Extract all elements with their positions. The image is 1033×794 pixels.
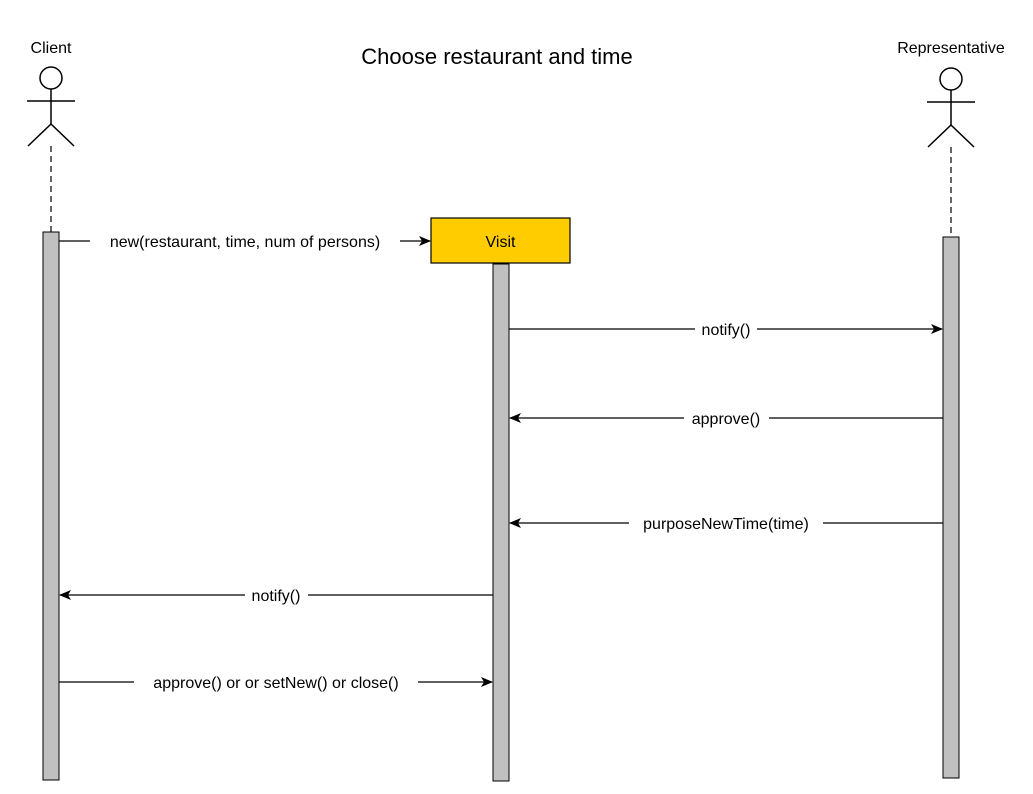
message-label: notify() [252, 588, 301, 605]
message-notify-representative: notify() [509, 322, 943, 339]
representative-stick-figure-icon [927, 67, 975, 148]
visit-object: Visit [430, 217, 571, 782]
diagram-title: Choose restaurant and time [361, 44, 633, 69]
message-label: purposeNewTime(time) [643, 516, 809, 533]
representative-actor: Representative [897, 40, 1005, 779]
message-purpose-new-time: purposeNewTime(time) [509, 516, 943, 533]
visit-object-label: Visit [486, 234, 516, 251]
visit-activation-bar [492, 263, 510, 782]
message-label: approve() [692, 411, 760, 428]
client-activation-bar [42, 231, 60, 781]
client-stick-figure-icon [27, 66, 75, 147]
message-client-response: approve() or or setNew() or close() [59, 675, 493, 692]
message-new-visit: new(restaurant, time, num of persons) [59, 234, 431, 251]
client-actor: Client [27, 40, 75, 781]
representative-actor-label: Representative [897, 40, 1005, 57]
client-actor-label: Client [31, 40, 72, 57]
message-approve-representative: approve() [509, 411, 943, 428]
message-label: new(restaurant, time, num of persons) [110, 234, 380, 251]
message-notify-client: notify() [59, 588, 493, 605]
representative-activation-bar [942, 236, 960, 779]
message-label: approve() or or setNew() or close() [153, 675, 398, 692]
visit-object-box [430, 217, 571, 264]
message-label: notify() [702, 322, 751, 339]
